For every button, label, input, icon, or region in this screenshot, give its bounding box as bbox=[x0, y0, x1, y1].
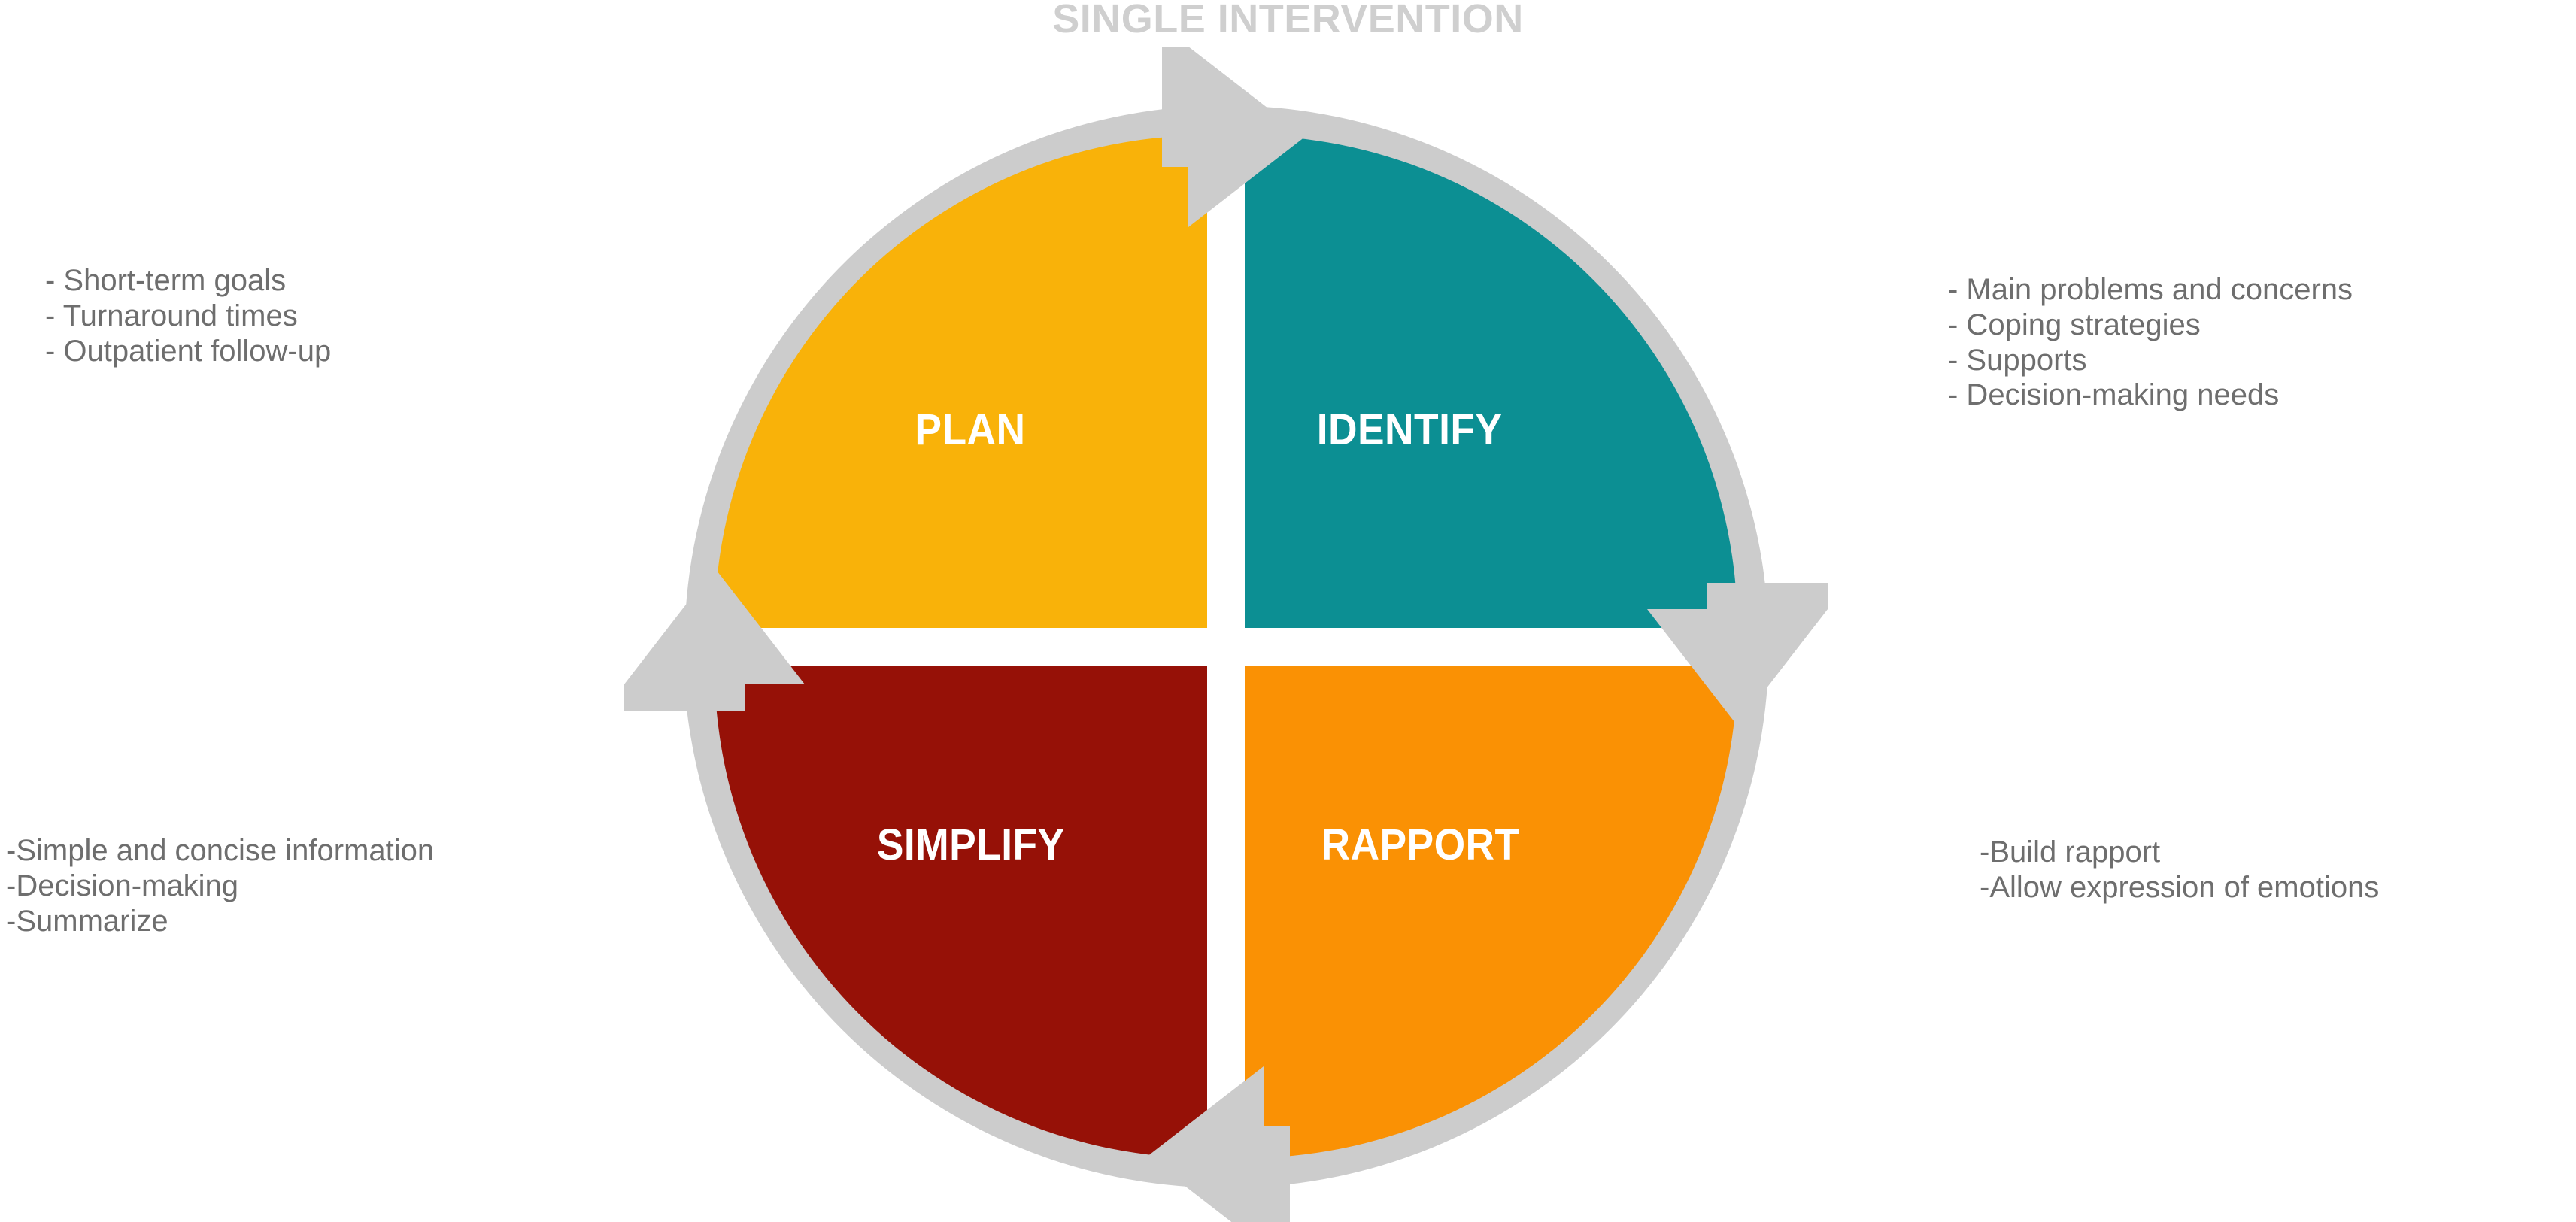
quadrant-label-identify: IDENTIFY bbox=[1316, 405, 1503, 454]
note-rapport-line: -Allow expression of emotions bbox=[1980, 870, 2380, 904]
arrowhead-right-down-icon bbox=[1647, 583, 1828, 726]
note-simplify-line: -Summarize bbox=[6, 904, 168, 938]
note-identify: - Main problems and concerns - Coping st… bbox=[1948, 272, 2353, 413]
note-identify-line: - Supports bbox=[1948, 343, 2087, 377]
quadrant-label-plan: PLAN bbox=[915, 405, 1026, 454]
arrowhead-left-up-icon bbox=[624, 568, 805, 711]
note-simplify: -Simple and concise information -Decisio… bbox=[6, 833, 434, 938]
note-plan-line: - Short-term goals bbox=[45, 264, 287, 297]
note-plan: - Short-term goals - Turnaround times - … bbox=[45, 263, 331, 368]
note-plan-line: - Turnaround times bbox=[45, 299, 298, 332]
page-title: SINGLE INTERVENTION bbox=[1052, 0, 1524, 41]
arrowhead-overlay-group bbox=[624, 47, 1828, 1222]
note-simplify-line: -Decision-making bbox=[6, 869, 238, 902]
note-rapport: -Build rapport -Allow expression of emot… bbox=[1980, 835, 2379, 905]
quadrant-wedges-group bbox=[715, 135, 1737, 1158]
arrow-ring-group bbox=[624, 47, 1828, 1222]
quadrant-rapport[interactable] bbox=[1245, 666, 1737, 1158]
note-identify-line: - Coping strategies bbox=[1948, 308, 2201, 341]
note-rapport-line: -Build rapport bbox=[1980, 835, 2161, 869]
arrowhead-top-right-icon bbox=[1162, 47, 1305, 227]
quadrant-plan[interactable] bbox=[715, 135, 1207, 628]
quadrant-label-simplify: SIMPLIFY bbox=[876, 820, 1065, 869]
arrowhead-bottom-left-icon bbox=[1147, 1066, 1290, 1222]
note-identify-line: - Decision-making needs bbox=[1948, 378, 2280, 412]
quadrant-identify[interactable] bbox=[1245, 135, 1737, 628]
note-simplify-line: -Simple and concise information bbox=[6, 834, 435, 867]
quadrant-label-rapport: RAPPORT bbox=[1321, 820, 1520, 869]
quadrant-simplify[interactable] bbox=[715, 666, 1207, 1158]
note-plan-line: - Outpatient follow-up bbox=[45, 334, 332, 368]
note-identify-line: - Main problems and concerns bbox=[1948, 273, 2353, 306]
